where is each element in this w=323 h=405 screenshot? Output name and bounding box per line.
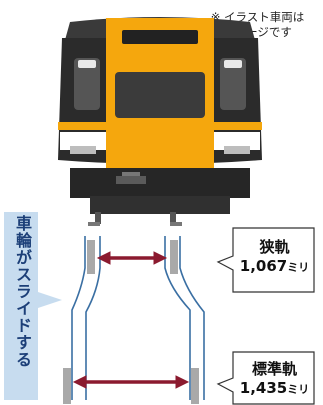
narrow-gauge-unit: ミリ [287,261,310,274]
standard-gauge-arrow [72,375,190,389]
train-illustration [58,17,262,226]
narrow-left-wheel [87,240,95,274]
slide-label: 車輪がスライドする [13,215,32,368]
narrow-gauge-label: 狭軌 1,067ミリ [235,238,314,277]
narrow-gauge-arrow [96,251,168,265]
standard-gauge-name: 標準軌 [251,360,297,378]
slide-label-callout [4,212,62,400]
rail-lines [71,236,205,400]
standard-gauge-unit: ミリ [287,383,310,396]
standard-gauge-callout [216,351,315,405]
standard-right-wheel [191,368,199,404]
standard-gauge-label: 標準軌 1,435ミリ [235,360,314,399]
narrow-gauge-callout [216,227,315,293]
narrow-right-wheel [170,240,178,274]
narrow-gauge-name: 狭軌 [259,238,290,256]
standard-left-wheel [63,368,71,404]
narrow-gauge-value: 1,067 [239,257,288,275]
standard-gauge-value: 1,435 [239,379,288,397]
